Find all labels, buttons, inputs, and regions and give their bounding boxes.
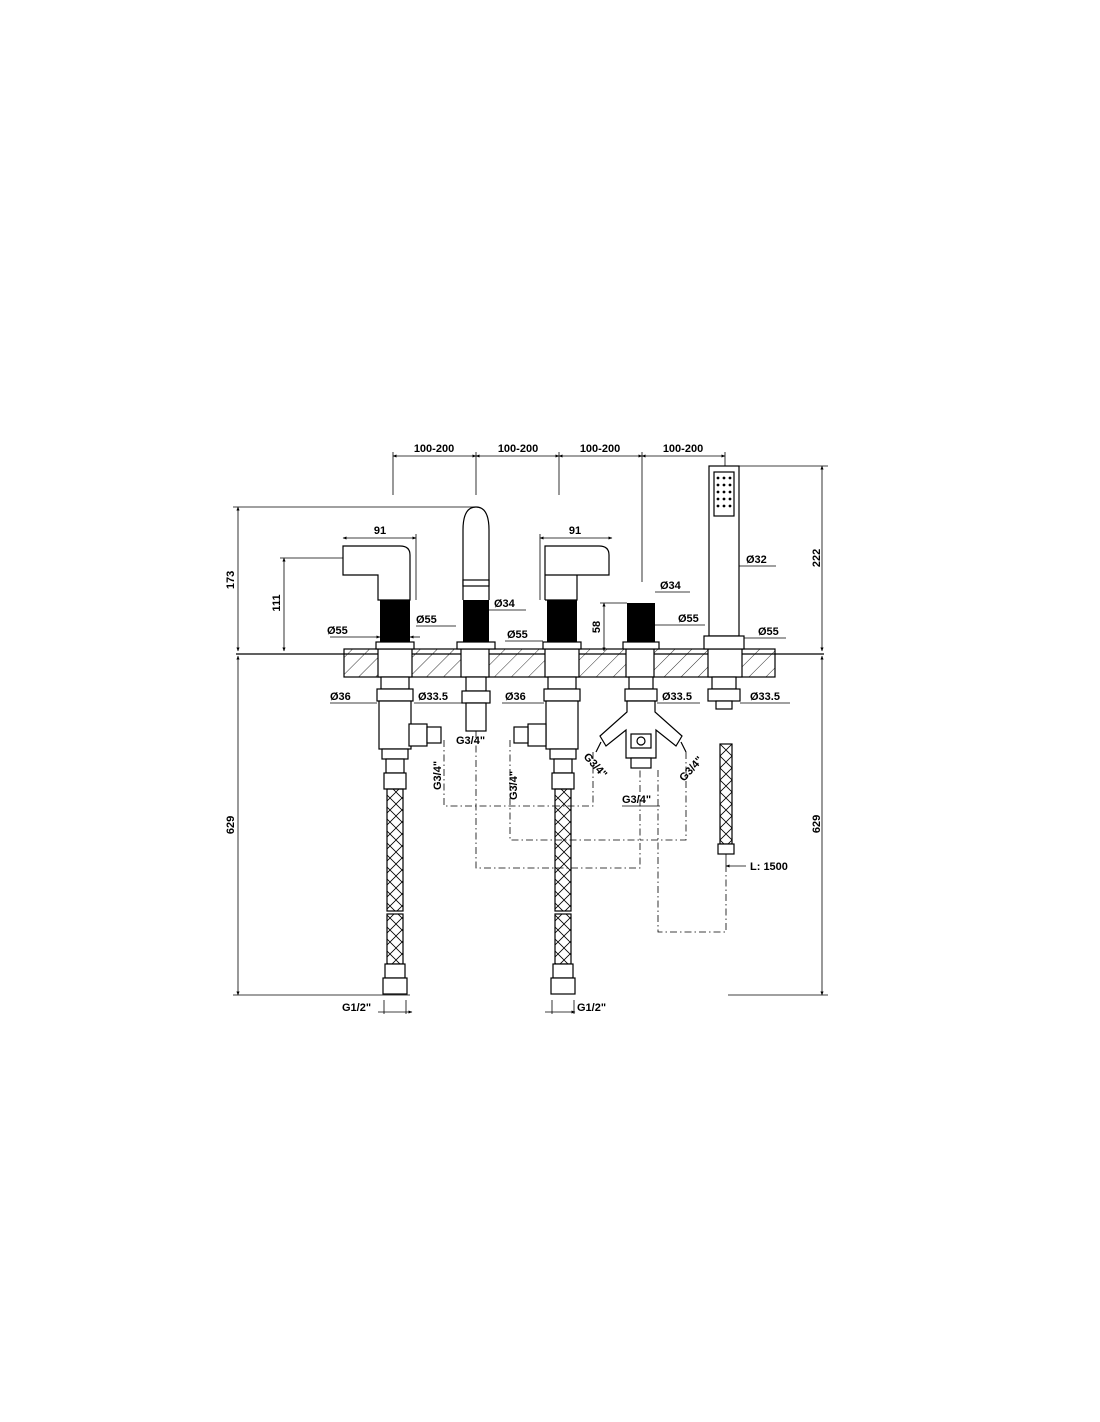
thread-g34-diagonal-left: G3/4" [581, 751, 609, 781]
diameter-55-c: Ø55 [507, 629, 528, 641]
right-lever-handle: 91 [539, 525, 613, 650]
diameter-36-b: Ø36 [505, 691, 526, 703]
spout [456, 506, 496, 650]
height-111-label: 111 [271, 594, 283, 611]
thread-g34-center: G3/4" [622, 794, 651, 806]
diverter [622, 603, 660, 650]
hand-shower [703, 465, 745, 650]
thread-g34-vertical-b: G3/4" [508, 771, 520, 800]
thread-g12-right: G1/2" [577, 1002, 606, 1014]
spacing-label-4: 100-200 [663, 443, 703, 455]
diameter-32-handshower: Ø32 [746, 554, 767, 566]
height-629-left-label: 629 [225, 816, 237, 834]
left-lever-handle: 91 [342, 525, 417, 650]
thread-g34-vertical-a: G3/4" [432, 761, 444, 790]
diameter-36-a: Ø36 [330, 691, 351, 703]
diameter-55-d: Ø55 [678, 613, 699, 625]
diameter-55-b: Ø55 [416, 614, 437, 626]
left-height-dimensions: 173 111 629 [225, 506, 476, 996]
height-173-label: 173 [225, 571, 237, 589]
height-629-right-label: 629 [811, 815, 823, 833]
deck [236, 648, 824, 678]
diameter-33-5-c: Ø33.5 [750, 691, 780, 703]
thread-g34-diagonal-right: G3/4" [677, 754, 705, 784]
lever-reach-left-label: 91 [374, 525, 386, 537]
spacing-label-3: 100-200 [580, 443, 620, 455]
hose-length-label: L: 1500 [750, 861, 788, 873]
diameter-55-a: Ø55 [327, 625, 348, 637]
diameter-34-spout: Ø34 [494, 598, 516, 610]
spacing-label-2: 100-200 [498, 443, 538, 455]
thread-g12-left: G1/2" [342, 1002, 371, 1014]
knurled-body-diverter [627, 603, 655, 643]
height-58-label: 58 [591, 621, 603, 633]
diameter-33-5-b: Ø33.5 [662, 691, 692, 703]
diameter-callouts: Ø55 Ø55 Ø34 Ø55 Ø34 Ø55 Ø32 Ø55 Ø36 Ø33.… [327, 554, 790, 704]
knurled-body-right [547, 600, 577, 642]
right-height-dimensions: 222 629 58 [591, 465, 828, 996]
lever-reach-right-label: 91 [569, 525, 581, 537]
spacing-label-1: 100-200 [414, 443, 454, 455]
height-222-label: 222 [811, 549, 823, 567]
thread-g34-spout: G3/4" [456, 735, 485, 747]
diameter-34-diverter: Ø34 [660, 580, 682, 592]
braided-hoses: L: 1500 [382, 743, 788, 995]
knurled-body-left [380, 600, 410, 642]
under-deck-fittings [376, 676, 741, 790]
knurled-body-spout [463, 600, 489, 642]
connection-lines [443, 731, 727, 933]
diameter-33-5-a: Ø33.5 [418, 691, 448, 703]
diameter-55-e: Ø55 [758, 626, 779, 638]
spacing-dimensions: 100-200 100-200 100-200 100-200 [392, 443, 726, 582]
